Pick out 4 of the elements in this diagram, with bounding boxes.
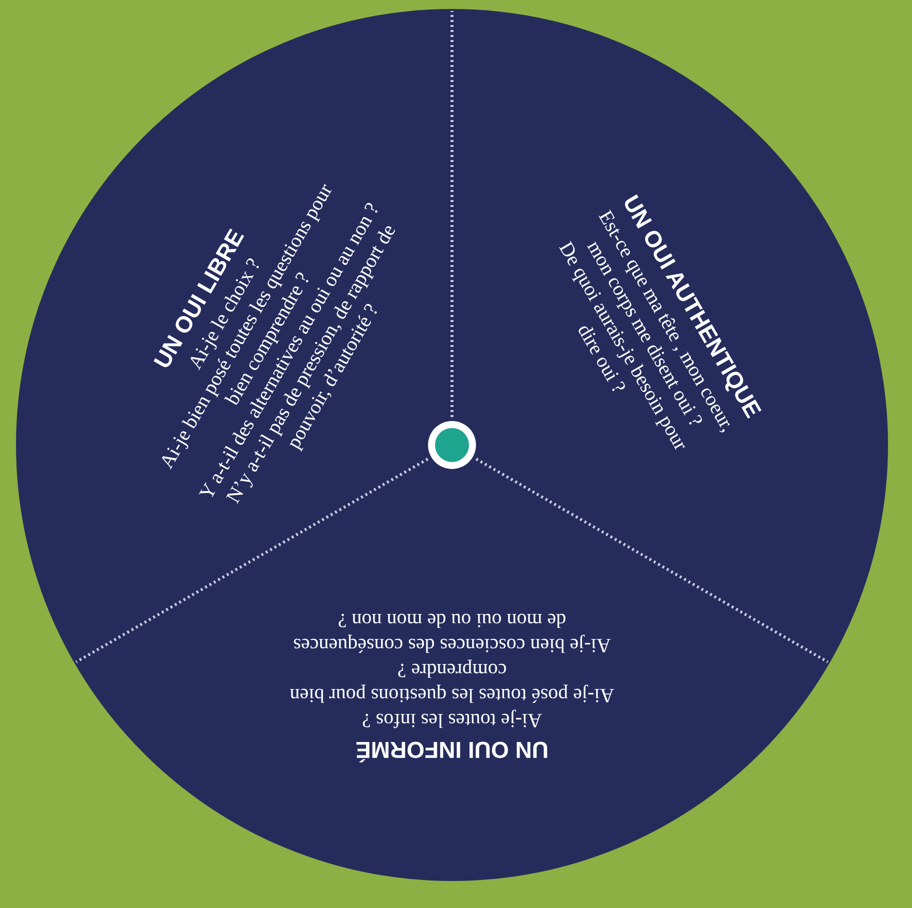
question-text: Ai-je bien cosciences des conséquences de mon oui ou de mon non ? [292,608,612,657]
sector-heading: UN OUI INFORMÉ [356,736,548,763]
question-text: Ai-je posé toutes les questions pour bien comprendre ? [288,658,616,707]
question-text: Ai-je toutes les infos ? [361,708,543,732]
